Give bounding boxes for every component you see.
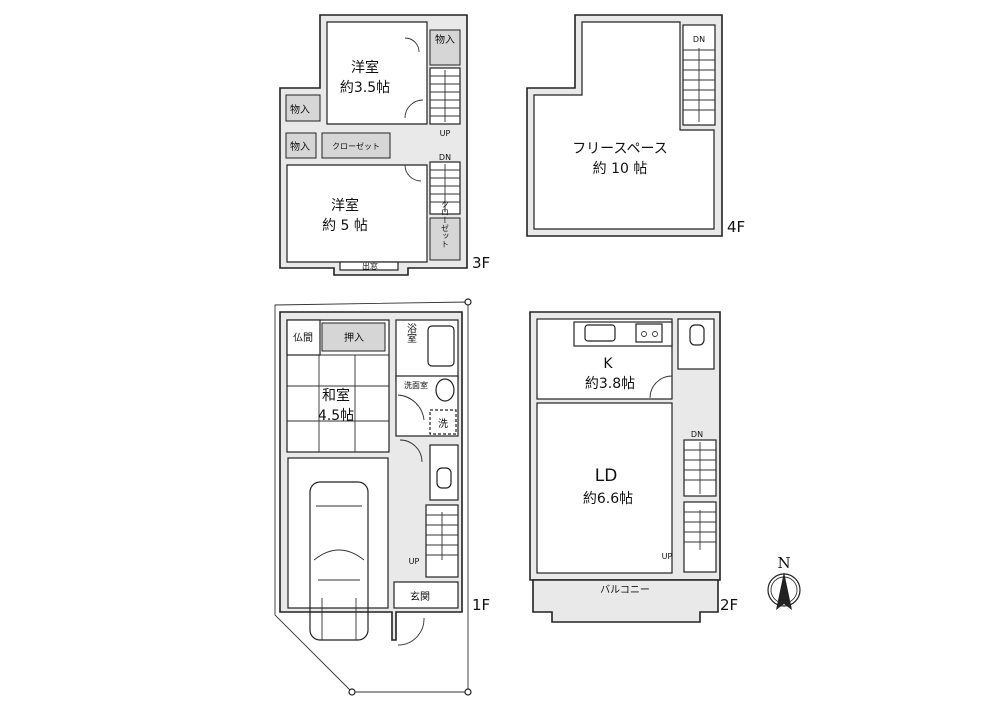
- label-washer: 洗: [438, 418, 448, 430]
- 1f-entrance: [393, 581, 459, 609]
- 3f-western-room-large: [286, 164, 428, 263]
- label-japanese-room: 和室: [322, 387, 350, 404]
- 3f-closet-vertical: [429, 217, 461, 261]
- compass-north-label: N: [777, 554, 790, 572]
- 4f-free-space: [533, 21, 715, 230]
- 3f-storage-left1: [285, 94, 321, 122]
- label-western-room: 洋室: [331, 197, 359, 214]
- 1f-stairs: [425, 504, 459, 578]
- 1f-toilet: [429, 444, 459, 501]
- label-storage: 物入: [290, 140, 310, 153]
- label-oshiire: 押入: [344, 331, 364, 344]
- 4f-stairs: [682, 24, 716, 126]
- label-bathroom: 浴室: [405, 323, 417, 343]
- car-icon: [309, 481, 369, 641]
- 3f-western-room-small: [326, 21, 428, 125]
- 1f-door-swings: [397, 394, 425, 646]
- 1f-lot-boundary: [274, 301, 469, 693]
- floor-2f: K 約3.8帖 LD 約6.6帖 DN UP バルコニー 2F: [529, 311, 738, 623]
- toilet-icon: [689, 324, 705, 346]
- label-stairs-down: DN: [693, 35, 705, 44]
- floor-4f: DN フリースペース 約 10 帖 4F: [526, 14, 745, 237]
- label-room-size: 約3.8帖: [585, 376, 635, 392]
- label-kitchen: K: [603, 356, 613, 372]
- label-washroom: 洗面室: [404, 380, 428, 390]
- label-stairs-up: UP: [662, 552, 673, 561]
- washbasin-icon: [435, 378, 455, 402]
- bathtub-icon: [427, 325, 455, 367]
- floor-label-3f: 3F: [472, 254, 490, 272]
- label-room-size: 約 5 帖: [322, 218, 368, 234]
- 3f-bay-window: [339, 261, 399, 271]
- washer-icon: [429, 409, 457, 435]
- label-storage: 物入: [435, 33, 455, 46]
- label-room-size: 約3.5帖: [340, 80, 390, 96]
- 3f-door-swings: [404, 37, 424, 182]
- toilet-icon: [436, 467, 452, 489]
- label-free-space: フリースペース: [572, 141, 668, 157]
- north-compass-icon: N: [767, 554, 801, 610]
- tatami-lines: [287, 354, 389, 452]
- label-closet: クローゼット: [441, 200, 450, 248]
- 1f-oshiire: [321, 322, 386, 352]
- label-closet: クローゼット: [332, 141, 380, 151]
- label-altar-room: 仏間: [293, 332, 313, 344]
- 3f-storage-top: [429, 29, 461, 66]
- label-stairs-up: UP: [409, 557, 420, 566]
- 1f-altar-room: [286, 319, 321, 356]
- 2f-stairs: [683, 439, 717, 573]
- 2f-toilet: [677, 318, 715, 370]
- floor-3f: 物入 洋室 約3.5帖 物入 物入 クローゼット UP DN 洋室 約 5 帖 …: [279, 14, 490, 276]
- label-living-dining: LD: [595, 466, 618, 486]
- label-room-size: 約6.6帖: [583, 491, 633, 507]
- 3f-storage-left2: [285, 132, 317, 159]
- label-stairs-up: UP: [440, 129, 451, 138]
- floor-1f: 仏間 押入 浴室 洗面室 洗 和室 4.5帖 UP 玄関 1F: [274, 298, 490, 696]
- 3f-stairs: [429, 67, 461, 215]
- sink-icon: [584, 324, 616, 342]
- 2f-door-swing: [649, 375, 673, 399]
- stove-icon: [635, 323, 663, 343]
- floor-label-1f: 1F: [472, 596, 490, 614]
- label-balcony: バルコニー: [600, 584, 650, 596]
- label-storage: 物入: [290, 103, 310, 116]
- floor-label-4f: 4F: [727, 218, 745, 236]
- label-entrance: 玄関: [410, 590, 430, 603]
- label-western-room: 洋室: [351, 59, 379, 76]
- 2f-balcony: [532, 579, 719, 623]
- label-room-size: 4.5帖: [318, 408, 354, 424]
- label-stairs-down: DN: [691, 430, 703, 439]
- label-stairs-down: DN: [439, 153, 451, 162]
- 3f-closet: [321, 132, 391, 159]
- label-bay-window: 出窓: [362, 261, 378, 271]
- label-room-size: 約 10 帖: [593, 161, 648, 177]
- 2f-living-dining: [536, 402, 673, 574]
- 1f-garage: [287, 457, 389, 609]
- floor-label-2f: 2F: [720, 596, 738, 614]
